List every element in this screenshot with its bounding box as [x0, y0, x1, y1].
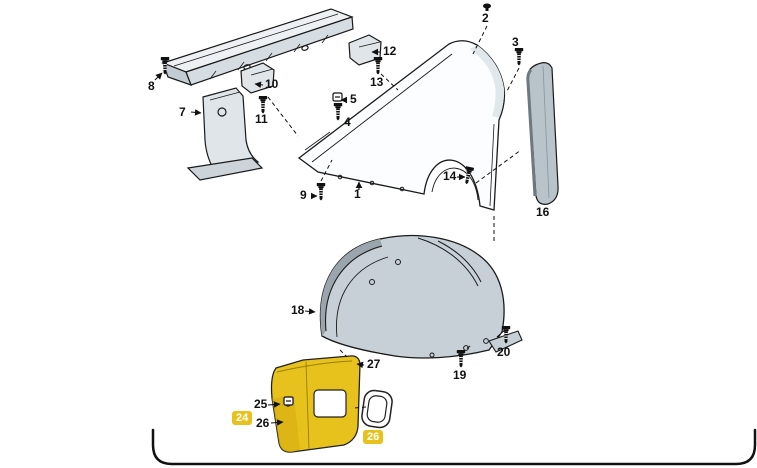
callout-16: 16	[536, 205, 550, 219]
callout-12: 12	[383, 44, 397, 58]
screw-icon-9	[316, 182, 326, 201]
screw-icon-13	[373, 56, 383, 75]
support-bracket-7	[186, 87, 264, 181]
clip-icon-5	[332, 92, 343, 102]
bracket-10	[240, 62, 275, 94]
trim-strip-16	[526, 62, 559, 205]
callout-9: 9	[300, 188, 307, 202]
callout-26-highlighted: 26	[363, 430, 384, 444]
callout-14: 14	[443, 169, 457, 183]
callout-11: 11	[255, 112, 268, 126]
wheel-arch-liner-18	[319, 234, 523, 359]
callout-26: 26	[256, 416, 270, 430]
callout-24-highlighted: 24	[232, 411, 253, 425]
splash-guard-24	[270, 355, 361, 453]
screw-icon-4	[333, 102, 343, 121]
photo-frame-border	[151, 428, 757, 466]
callout-19: 19	[453, 368, 467, 382]
gasket-26	[361, 389, 393, 429]
rail-assembly	[161, 8, 354, 86]
callout-4: 4	[344, 115, 351, 129]
screw-icon-3	[514, 47, 524, 66]
callout-20: 20	[497, 345, 511, 359]
callout-13: 13	[370, 75, 384, 89]
screw-icon-11	[258, 95, 268, 114]
callout-25: 25	[254, 397, 268, 411]
callout-5: 5	[350, 92, 357, 106]
clip-icon-25	[283, 396, 294, 406]
callout-1: 1	[354, 187, 361, 201]
grommet-icon-2	[483, 3, 491, 11]
callout-2: 2	[482, 11, 489, 25]
assembly-dashed-lines	[267, 25, 522, 409]
fender-panel	[297, 40, 506, 211]
callout-27: 27	[367, 357, 381, 371]
callout-7: 7	[179, 105, 186, 119]
callout-10: 10	[265, 77, 279, 91]
callout-18: 18	[291, 303, 305, 317]
callout-8: 8	[148, 79, 155, 93]
callout-3: 3	[512, 35, 519, 49]
screw-icon-19	[456, 349, 466, 368]
leader-lines	[154, 48, 466, 426]
